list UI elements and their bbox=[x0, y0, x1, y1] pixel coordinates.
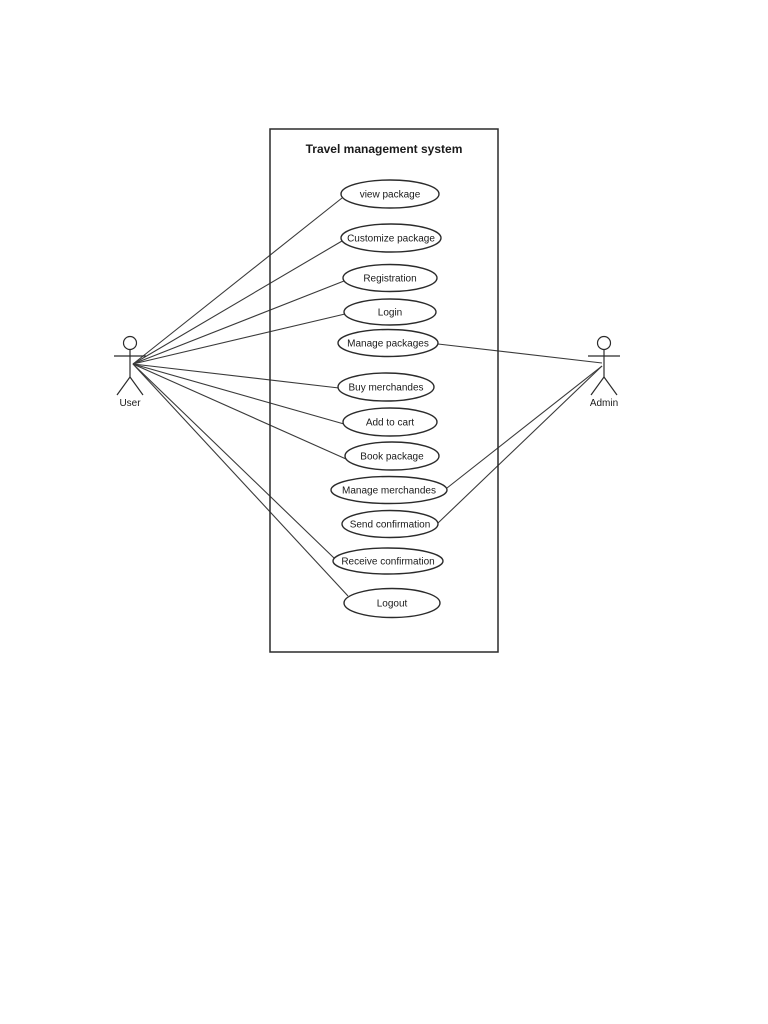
use-case-ellipse-add-to-cart bbox=[342, 407, 438, 437]
association-user-buy-merchandes bbox=[132, 363, 340, 389]
actor-head-admin bbox=[596, 335, 612, 351]
use-case-ellipse-buy-merchandes bbox=[337, 372, 435, 402]
use-case-manage-packages: Manage packages bbox=[337, 328, 439, 358]
diagram-title: Travel management system bbox=[306, 142, 463, 156]
use-case-manage-merchandes: Manage merchandes bbox=[330, 475, 448, 505]
use-case-ellipse-send-confirmation bbox=[341, 509, 439, 539]
association-user-registration bbox=[132, 280, 345, 365]
use-case-label-book-package: Book package bbox=[360, 452, 424, 463]
association-user-receive-confirmation bbox=[132, 363, 335, 559]
system-boundary bbox=[269, 128, 499, 653]
actor-group: User Admin bbox=[114, 335, 620, 409]
use-case-ellipse-manage-merchandes bbox=[330, 475, 448, 505]
use-case-send-confirmation: Send confirmation bbox=[341, 509, 439, 539]
association-lines bbox=[132, 197, 603, 597]
use-case-label-view-package: view package bbox=[360, 190, 421, 201]
use-case-label-add-to-cart: Add to cart bbox=[366, 418, 415, 429]
actor-user: User bbox=[114, 335, 146, 409]
use-case-ellipse-customize-package bbox=[340, 223, 442, 253]
use-case-customize-package: Customize package bbox=[340, 223, 442, 253]
association-admin-manage-packages bbox=[437, 343, 603, 364]
use-case-view-package: view package bbox=[340, 179, 440, 209]
use-case-label-customize-package: Customize package bbox=[347, 234, 435, 245]
use-case-label-login: Login bbox=[378, 308, 402, 319]
use-case-ellipse-book-package bbox=[344, 441, 440, 471]
association-user-book-package bbox=[132, 363, 347, 460]
association-admin-send-confirmation bbox=[437, 365, 603, 524]
actor-head-user bbox=[122, 335, 138, 351]
use-case-login: Login bbox=[343, 298, 437, 326]
use-case-receive-confirmation: Receive confirmation bbox=[332, 547, 444, 575]
actor-admin: Admin bbox=[588, 335, 620, 409]
actor-right-leg-admin bbox=[603, 376, 618, 396]
use-case-label-buy-merchandes: Buy merchandes bbox=[348, 383, 423, 394]
use-case-ellipse-manage-packages bbox=[337, 328, 439, 358]
use-case-ellipse-registration bbox=[342, 263, 438, 293]
use-case-label-send-confirmation: Send confirmation bbox=[350, 520, 431, 531]
use-case-book-package: Book package bbox=[344, 441, 440, 471]
use-case-add-to-cart: Add to cart bbox=[342, 407, 438, 437]
use-case-ellipse-view-package bbox=[340, 179, 440, 209]
association-user-view-package bbox=[132, 197, 343, 365]
system-boundary-group: Travel management system bbox=[269, 128, 499, 653]
use-case-buy-merchandes: Buy merchandes bbox=[337, 372, 435, 402]
use-case-label-logout: Logout bbox=[377, 599, 408, 610]
use-case-ellipse-logout bbox=[343, 587, 441, 619]
actor-label-admin: Admin bbox=[590, 398, 618, 409]
association-user-login bbox=[132, 313, 346, 365]
association-user-logout bbox=[132, 363, 349, 597]
association-admin-manage-merchandes bbox=[446, 365, 603, 489]
use-case-registration: Registration bbox=[342, 263, 438, 293]
use-case-ellipse-login bbox=[343, 298, 437, 326]
use-case-ellipse-receive-confirmation bbox=[332, 547, 444, 575]
use-case-logout: Logout bbox=[343, 587, 441, 619]
use-case-label-registration: Registration bbox=[363, 274, 416, 285]
use-case-label-manage-packages: Manage packages bbox=[347, 339, 429, 350]
actor-left-leg-user bbox=[116, 376, 131, 396]
use-case-label-receive-confirmation: Receive confirmation bbox=[341, 557, 434, 568]
actor-right-leg-user bbox=[129, 376, 144, 396]
use-case-label-manage-merchandes: Manage merchandes bbox=[342, 486, 436, 497]
actor-label-user: User bbox=[119, 398, 141, 409]
association-user-customize-package bbox=[132, 240, 343, 365]
actor-left-leg-admin bbox=[590, 376, 605, 396]
association-user-add-to-cart bbox=[132, 363, 345, 425]
